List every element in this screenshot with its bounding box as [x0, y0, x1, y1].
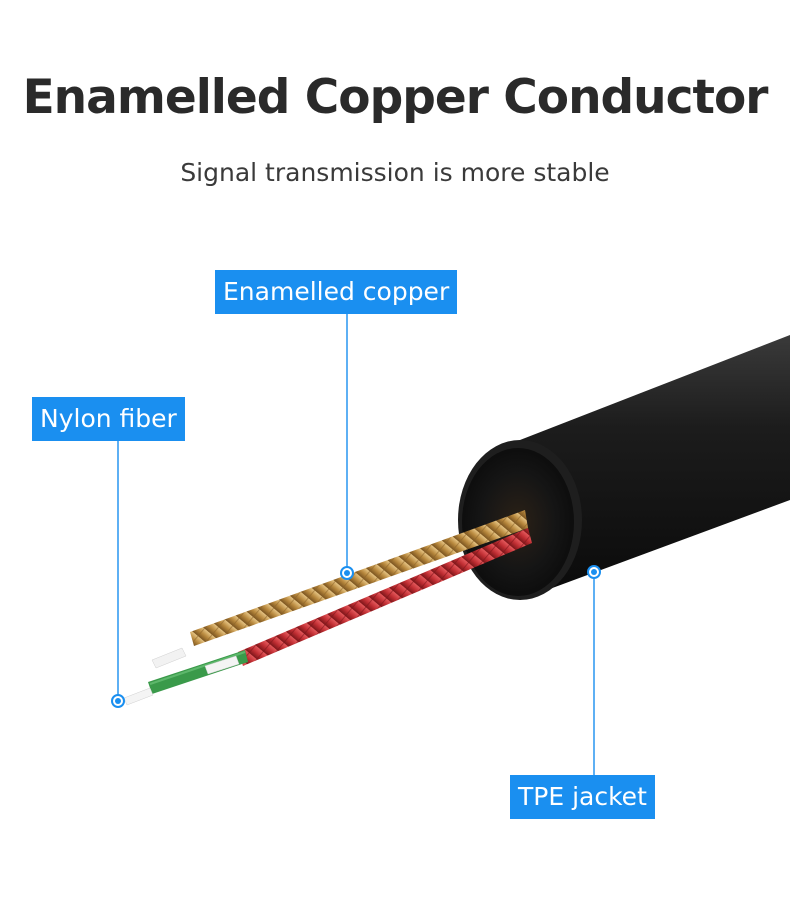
- leader-lines: [117, 314, 595, 775]
- page-subtitle: Signal transmission is more stable: [180, 158, 610, 187]
- callout-enamelled-copper: Enamelled copper: [215, 270, 458, 314]
- callout-nylon-fiber: Nylon fiber: [32, 397, 185, 441]
- callout-tpe-jacket: TPE jacket: [510, 775, 655, 819]
- page-title: Enamelled Copper Conductor: [22, 70, 769, 125]
- conductor-strands: [123, 510, 532, 706]
- leader-dots: [111, 565, 601, 708]
- tpe-jacket-body: [458, 335, 790, 600]
